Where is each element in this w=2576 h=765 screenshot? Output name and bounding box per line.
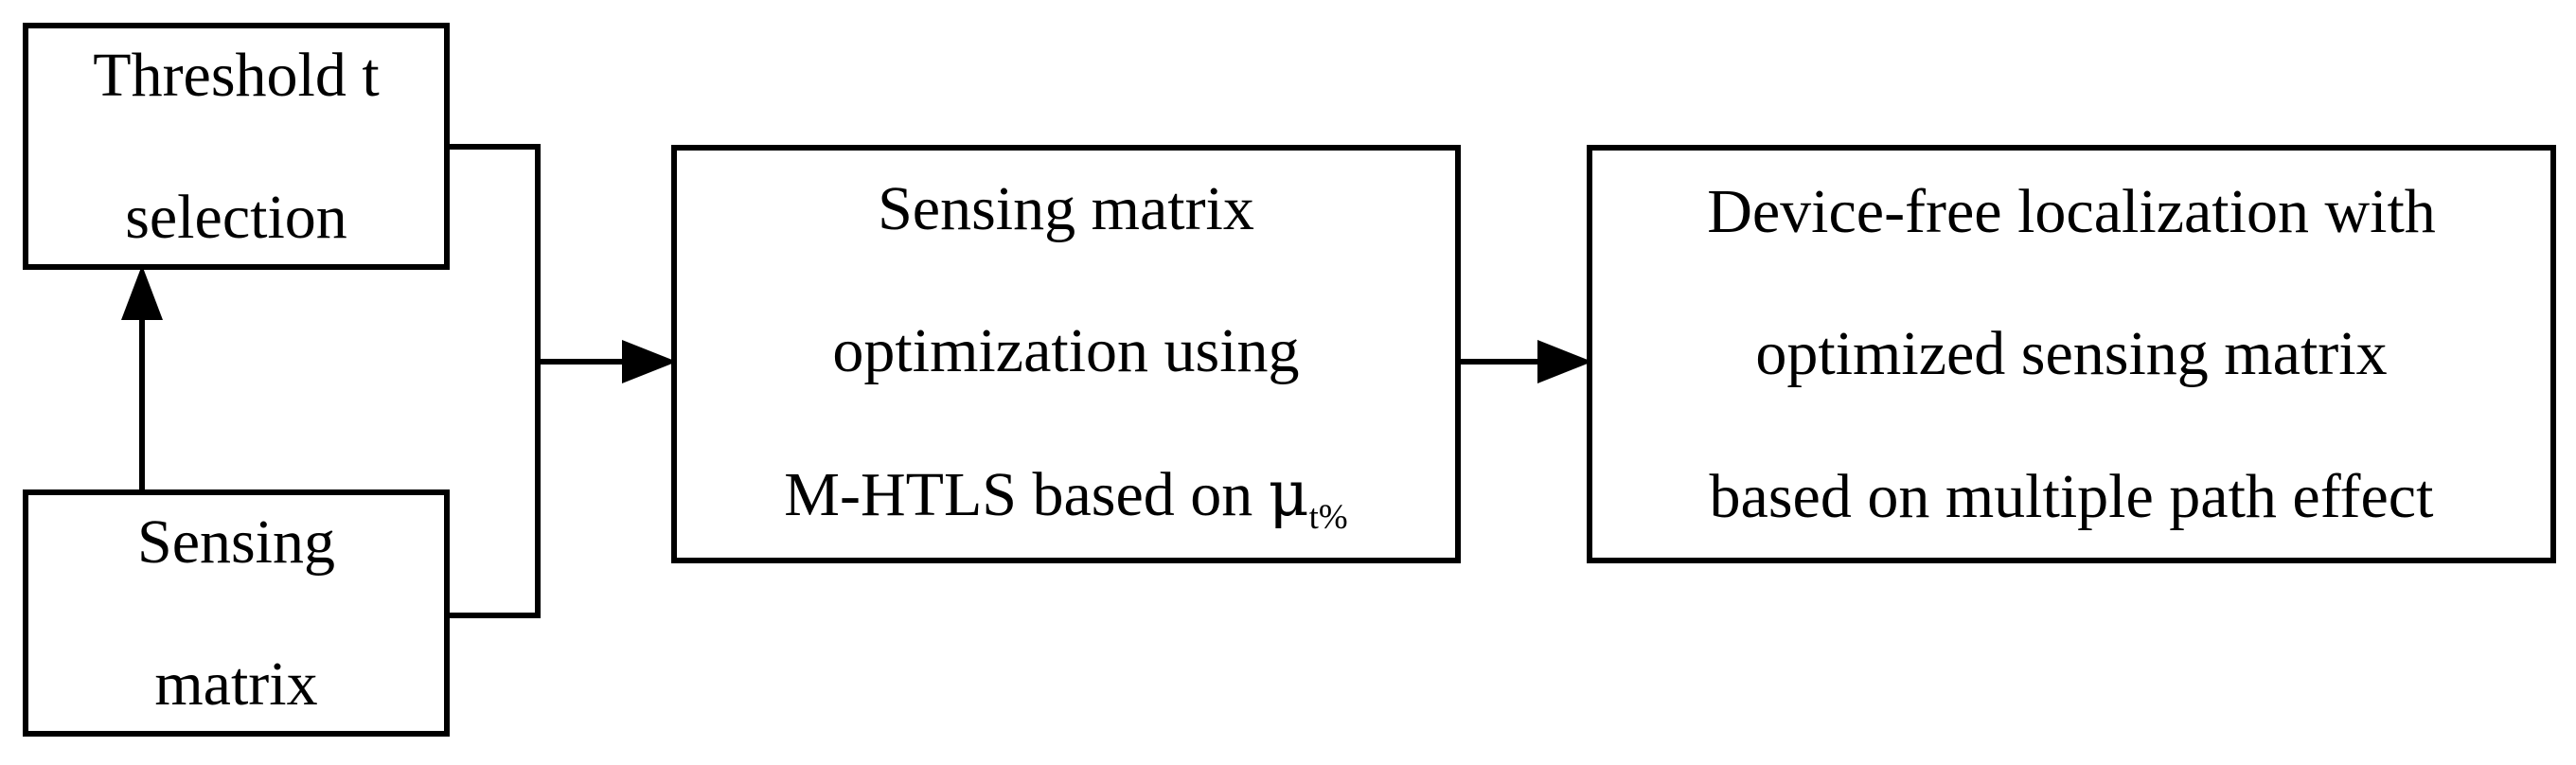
node-threshold-selection[interactable] (23, 23, 450, 270)
node-sensing-matrix[interactable] (23, 489, 450, 737)
arrowhead-right-icon (622, 340, 677, 383)
connector-sensing-matrix-to-threshold (121, 265, 163, 492)
connector-optimization-to-localization (1458, 340, 1592, 383)
arrowhead-up-icon (121, 265, 163, 320)
connector-merge-to-optimization (444, 144, 677, 618)
node-sensing-matrix-optimization[interactable] (671, 145, 1461, 563)
node-device-free-localization[interactable] (1587, 145, 2556, 563)
arrowhead-right-icon (1537, 340, 1592, 383)
